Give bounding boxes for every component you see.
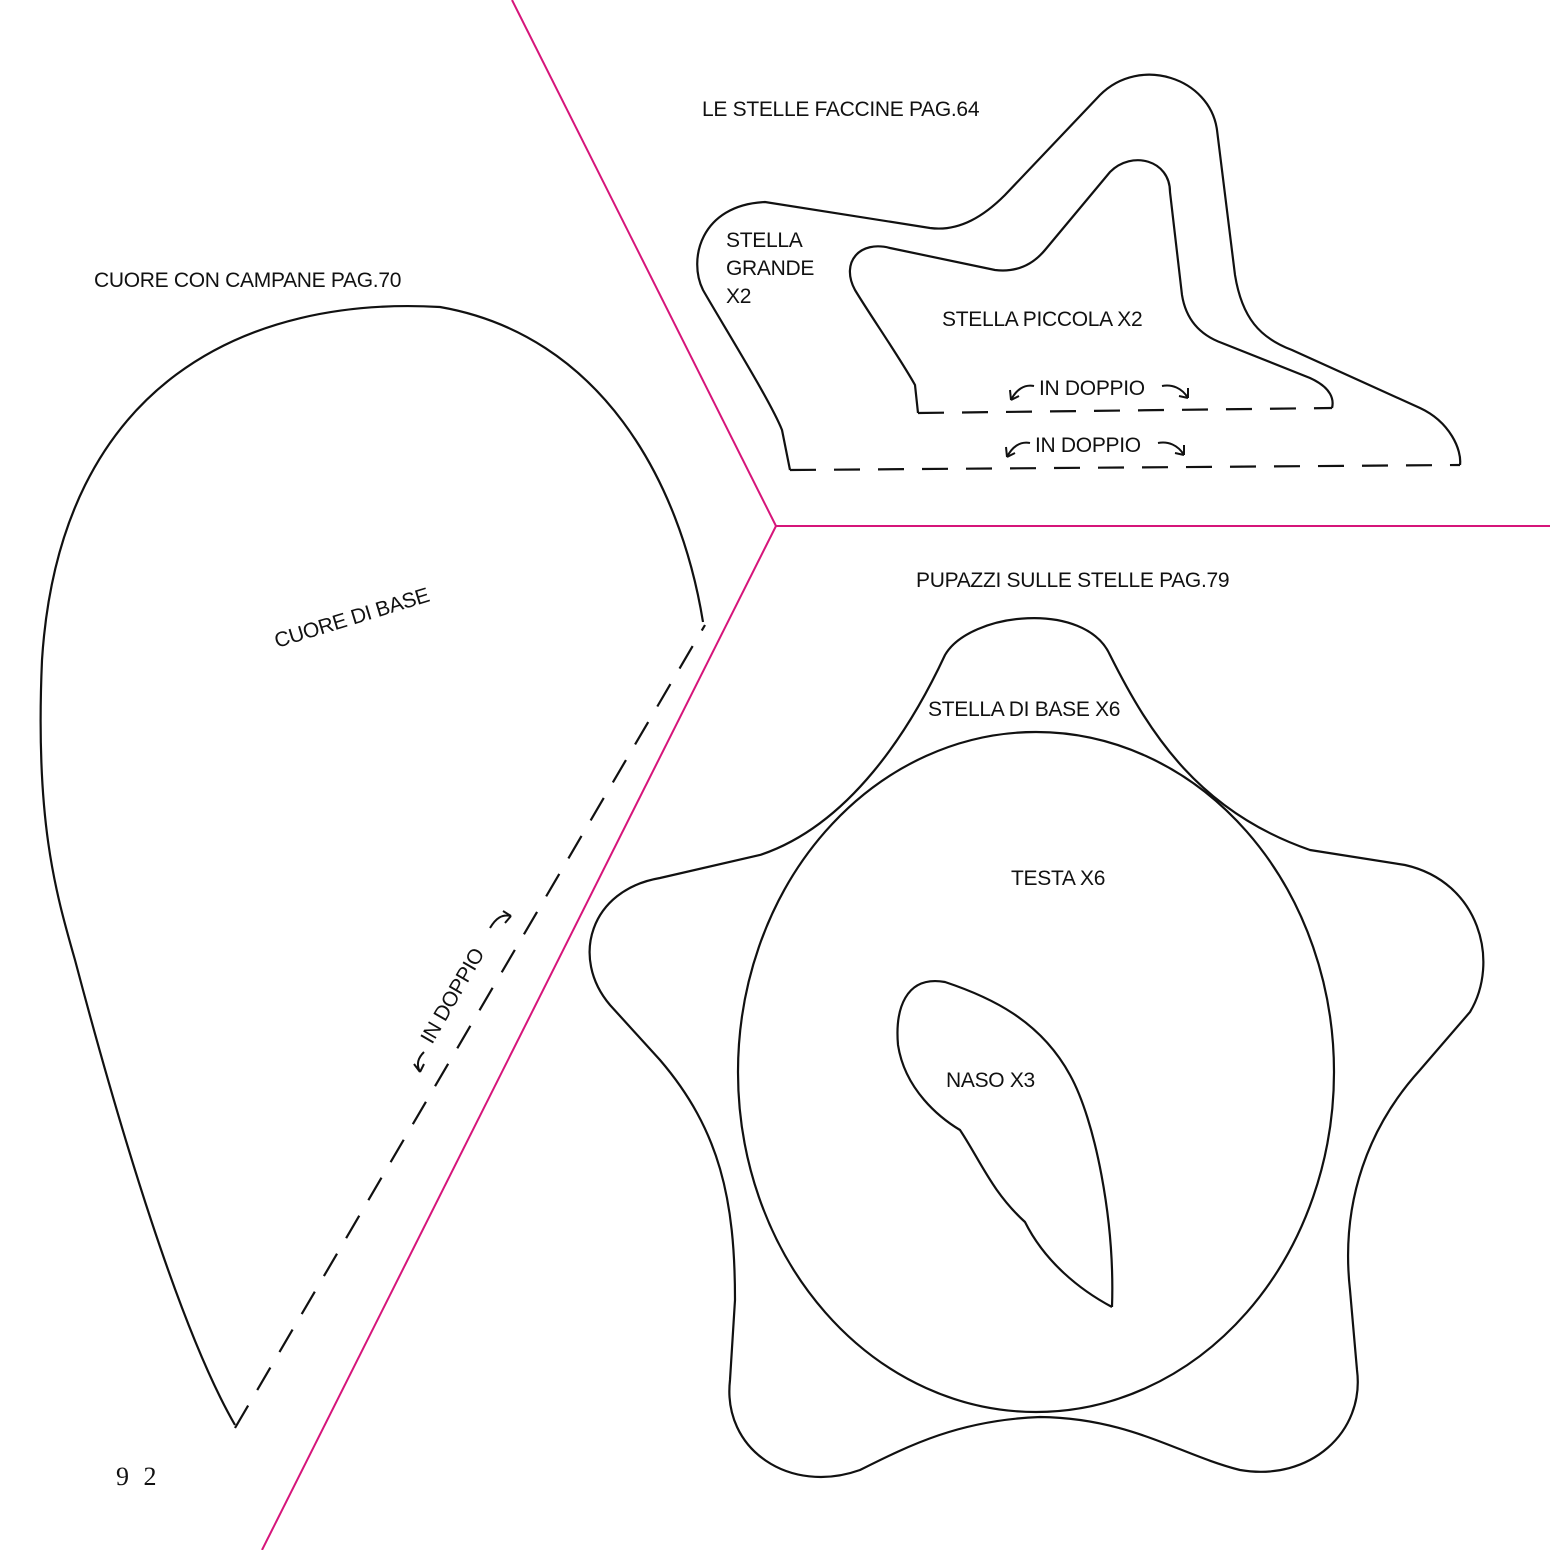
big-star-label-2: GRANDE [726, 257, 814, 280]
fold-arrow-left-icon [1009, 384, 1035, 401]
fold-arrow-down-icon [413, 1051, 425, 1073]
page-number: 9 2 [116, 1462, 161, 1491]
fold-arrow-up-icon [489, 910, 512, 929]
divider-line-bottom [261, 525, 777, 1550]
heart-fold-line [234, 624, 706, 1429]
heart-outline [39, 305, 705, 1426]
head-outline [736, 730, 1336, 1414]
head-label: TESTA X6 [1011, 867, 1105, 890]
section-title-stelle-faccine: LE STELLE FACCINE PAG.64 [702, 98, 980, 121]
small-star-fold-line [917, 406, 1333, 415]
big-star-fold-label: IN DOPPIO [1035, 434, 1141, 457]
heart-label: CUORE DI BASE [272, 584, 433, 653]
section-title-pupazzi: PUPAZZI SULLE STELLE PAG.79 [916, 569, 1229, 592]
heart-fold-label: IN DOPPIO [416, 944, 489, 1047]
nose-outline [896, 980, 1114, 1308]
big-star-outline [696, 73, 1462, 471]
big-star-fold-line [789, 463, 1461, 472]
fold-arrow-left-icon [1005, 441, 1031, 458]
nose-label: NASO X3 [946, 1069, 1035, 1092]
big-star-label-1: STELLA [726, 229, 803, 252]
divider-line-top [511, 0, 777, 527]
section-title-cuore: CUORE CON CAMPANE PAG.70 [94, 269, 401, 292]
base-star-label: STELLA DI BASE X6 [928, 698, 1120, 721]
big-star-label-3: X2 [726, 285, 751, 308]
base-star-outline [588, 617, 1485, 1479]
fold-arrow-right-icon [1157, 441, 1185, 456]
small-star-label: STELLA PICCOLA X2 [942, 308, 1142, 331]
small-star-outline [848, 159, 1334, 414]
small-star-fold-label: IN DOPPIO [1039, 377, 1145, 400]
fold-arrow-right-icon [1161, 384, 1189, 399]
